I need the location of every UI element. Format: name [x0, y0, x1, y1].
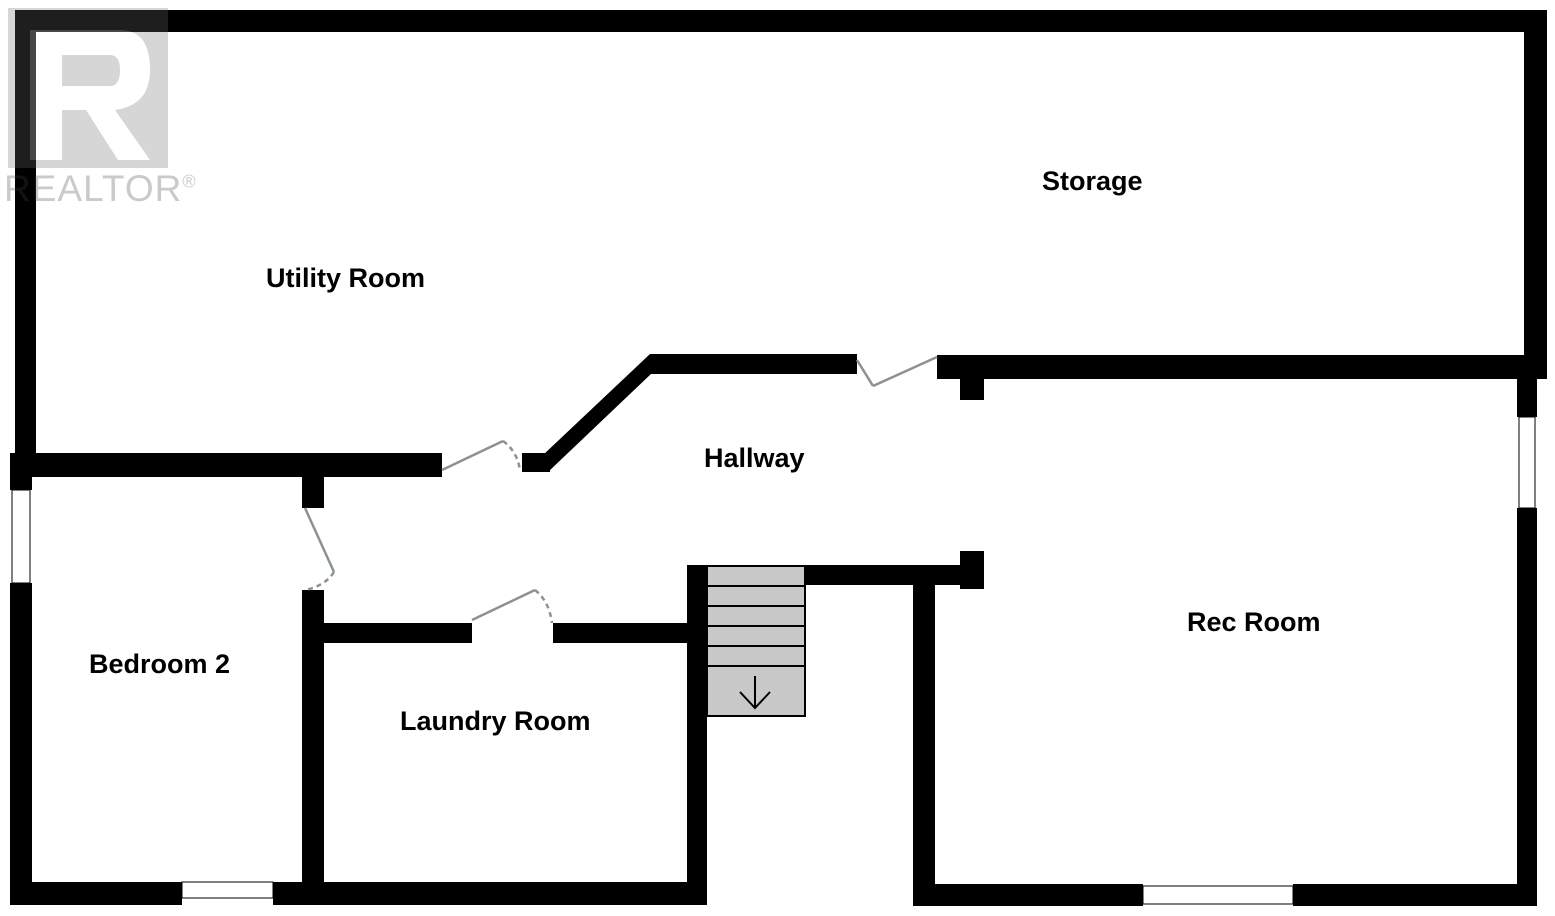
window — [11, 489, 31, 584]
realtor-watermark: REALTOR® — [0, 0, 196, 215]
room-label-hallway: Hallway — [704, 443, 805, 473]
walls — [10, 10, 1547, 906]
room-label-rec: Rec Room — [1187, 607, 1321, 637]
window — [1518, 416, 1536, 509]
watermark-text: REALTOR® — [4, 168, 197, 209]
windows — [11, 416, 1536, 905]
realtor-logo-icon — [8, 8, 168, 168]
room-label-utility: Utility Room — [266, 263, 425, 293]
room-label-laundry: Laundry Room — [400, 706, 591, 736]
window — [1142, 885, 1294, 905]
arrow-down-icon — [739, 676, 771, 710]
window — [181, 881, 274, 899]
room-label-bedroom2: Bedroom 2 — [89, 649, 231, 679]
doors — [303, 355, 938, 624]
room-label-storage: Storage — [1042, 166, 1143, 196]
